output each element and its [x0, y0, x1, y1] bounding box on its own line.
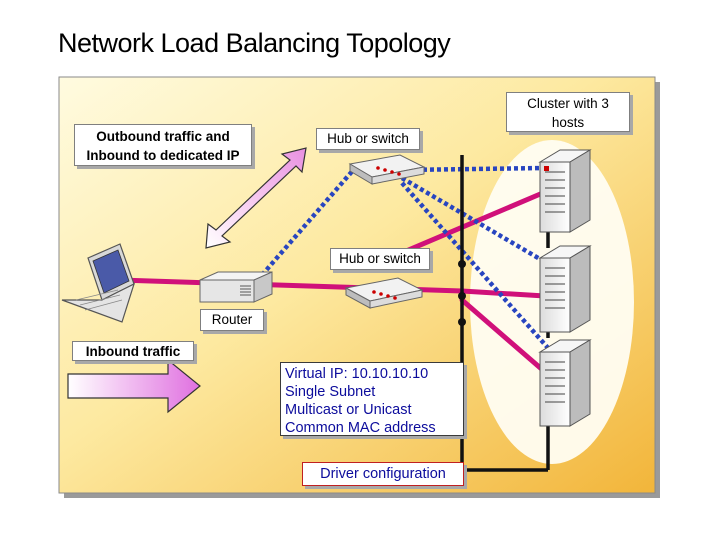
server-3-icon [538, 339, 592, 427]
inbound-label: Inbound traffic [72, 341, 194, 361]
vip-line-2: Single Subnet [285, 384, 376, 400]
dashed-links [260, 165, 550, 350]
driver-config-box: Driver configuration [302, 462, 464, 486]
vip-line-1: Virtual IP: 10.10.10.10 [285, 366, 429, 382]
router-label-text: Router [211, 312, 253, 327]
vip-line-3: Multicast or Unicast [285, 402, 412, 418]
outbound-label-line2: Inbound to dedicated IP [86, 148, 240, 163]
driver-config-text: Driver configuration [320, 466, 446, 482]
page-title: Network Load Balancing Topology [58, 28, 451, 58]
hub-top-label-text: Hub or switch [327, 131, 409, 146]
cluster-label: Cluster with 3 hosts [506, 92, 630, 132]
router-label: Router [200, 309, 264, 331]
hub-mid-icon [344, 277, 424, 309]
laptop-icon [61, 243, 135, 323]
inbound-arrow [67, 358, 201, 414]
hub-mid-label: Hub or switch [330, 248, 430, 270]
inbound-label-text: Inbound traffic [85, 344, 181, 359]
cluster-label-line2: hosts [551, 115, 585, 130]
hub-mid-label-text: Hub or switch [339, 251, 421, 266]
vip-info-box: Virtual IP: 10.10.10.10 Single Subnet Mu… [280, 362, 464, 436]
server-1-icon [538, 149, 592, 233]
hub-top-icon [348, 154, 426, 185]
router-icon [199, 271, 273, 303]
cluster-label-line1: Cluster with 3 [527, 96, 609, 111]
outbound-label: Outbound traffic and Inbound to dedicate… [74, 124, 252, 166]
hub-top-label: Hub or switch [316, 128, 420, 150]
bidirectional-arrow [205, 147, 307, 249]
vip-line-4: Common MAC address [285, 420, 436, 436]
outbound-label-line1: Outbound traffic and [96, 129, 230, 144]
server-2-icon [538, 245, 592, 333]
